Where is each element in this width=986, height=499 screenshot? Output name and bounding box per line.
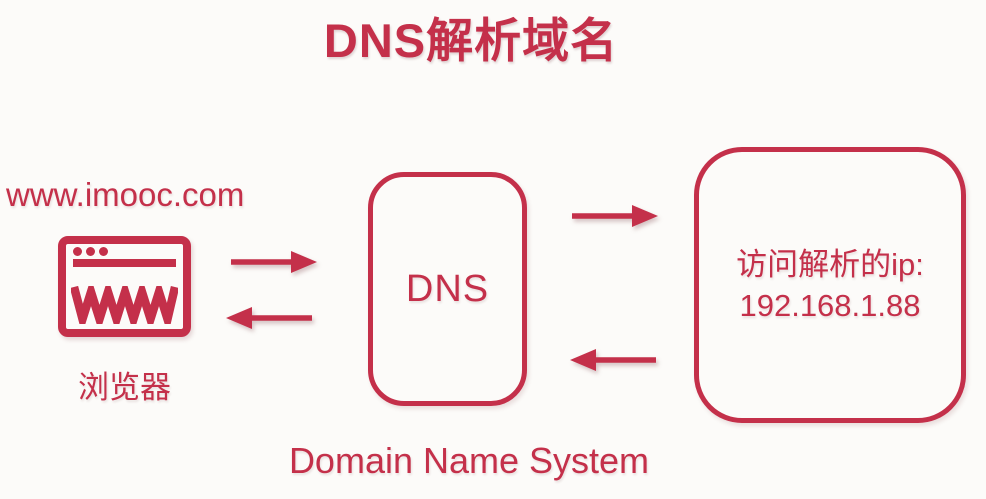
arrow-right-browser-to-dns-icon <box>228 249 318 275</box>
dns-caption: Domain Name System <box>288 440 650 481</box>
browser-domain-label: www.imooc.com <box>6 176 245 213</box>
arrow-left-result-to-dns-icon <box>569 347 659 373</box>
resolved-ip-label: 访问解析的ip: <box>736 247 924 282</box>
arrow-left-dns-to-browser-icon <box>225 305 315 331</box>
browser-window-dots-icon <box>73 247 108 256</box>
resolved-ip-box: 访问解析的ip: 192.168.1.88 <box>694 147 966 423</box>
page-title: DNS解析域名 <box>323 14 619 67</box>
dns-box-label: DNS <box>405 267 490 310</box>
browser-caption: 浏览器 <box>78 370 171 405</box>
www-zigzag-icon <box>71 286 178 324</box>
dns-server-box: DNS <box>368 172 527 406</box>
resolved-ip-value: 192.168.1.88 <box>739 288 921 323</box>
browser-address-bar <box>73 259 176 267</box>
browser-window-icon <box>58 236 191 337</box>
arrow-right-dns-to-result-icon <box>569 203 659 229</box>
